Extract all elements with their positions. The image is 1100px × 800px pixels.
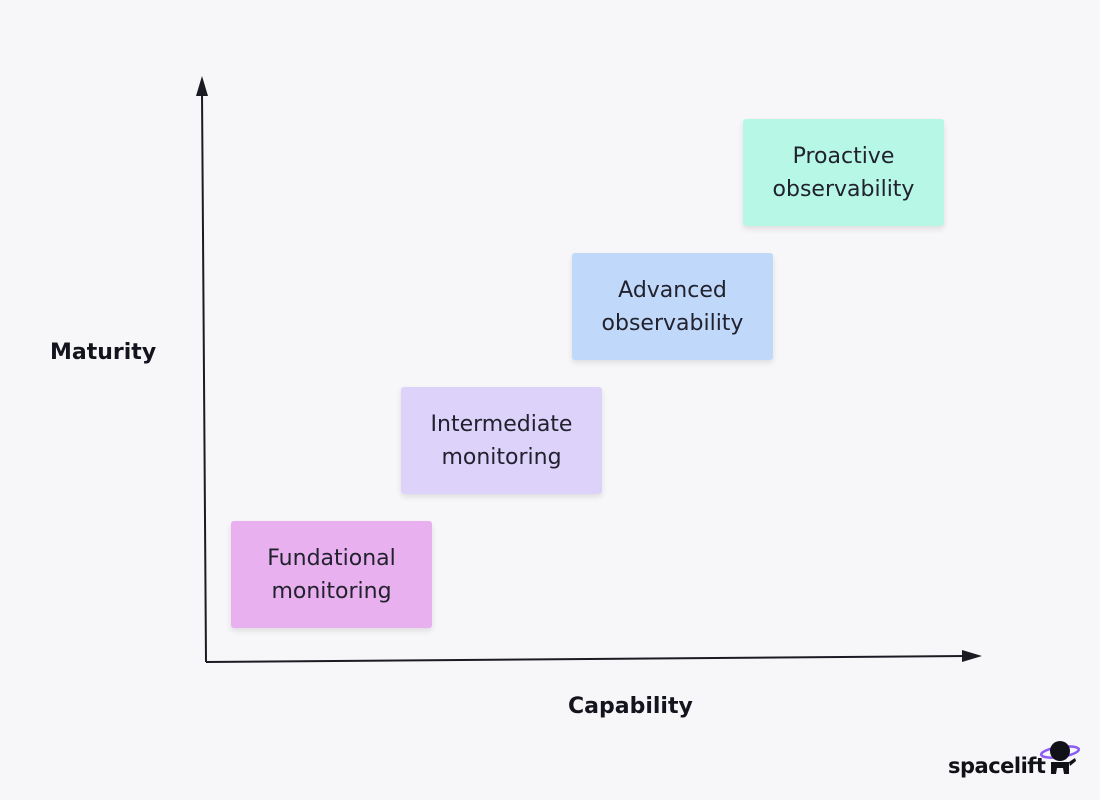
stage-title-line1: Intermediate (430, 411, 573, 437)
stage-proactive-observability: Proactive observability (743, 119, 944, 226)
stage-title-line2: monitoring (441, 444, 562, 470)
x-axis (205, 650, 982, 663)
spacelift-logo: spacelift (948, 736, 1081, 780)
stage-title-line2: observability (772, 176, 915, 202)
stage-title-line1: Proactive (792, 143, 895, 169)
stage-title-line1: Fundational (267, 545, 396, 571)
x-axis-label: Capability (568, 694, 693, 719)
brand-name: spacelift (948, 754, 1046, 778)
stage-fundational-monitoring: Fundational monitoring (231, 521, 432, 628)
stage-intermediate-monitoring: Intermediate monitoring (401, 387, 602, 494)
astronaut-planet-icon (1040, 741, 1081, 774)
y-axis (196, 76, 208, 663)
stage-title-line1: Advanced (618, 277, 727, 303)
stage-title-line2: monitoring (271, 578, 392, 604)
x-axis-arrow-icon (962, 650, 982, 662)
y-axis-arrow-icon (196, 76, 208, 96)
y-axis-label: Maturity (50, 340, 157, 365)
stage-advanced-observability: Advanced observability (572, 253, 773, 360)
stage-title-line2: observability (601, 310, 744, 336)
